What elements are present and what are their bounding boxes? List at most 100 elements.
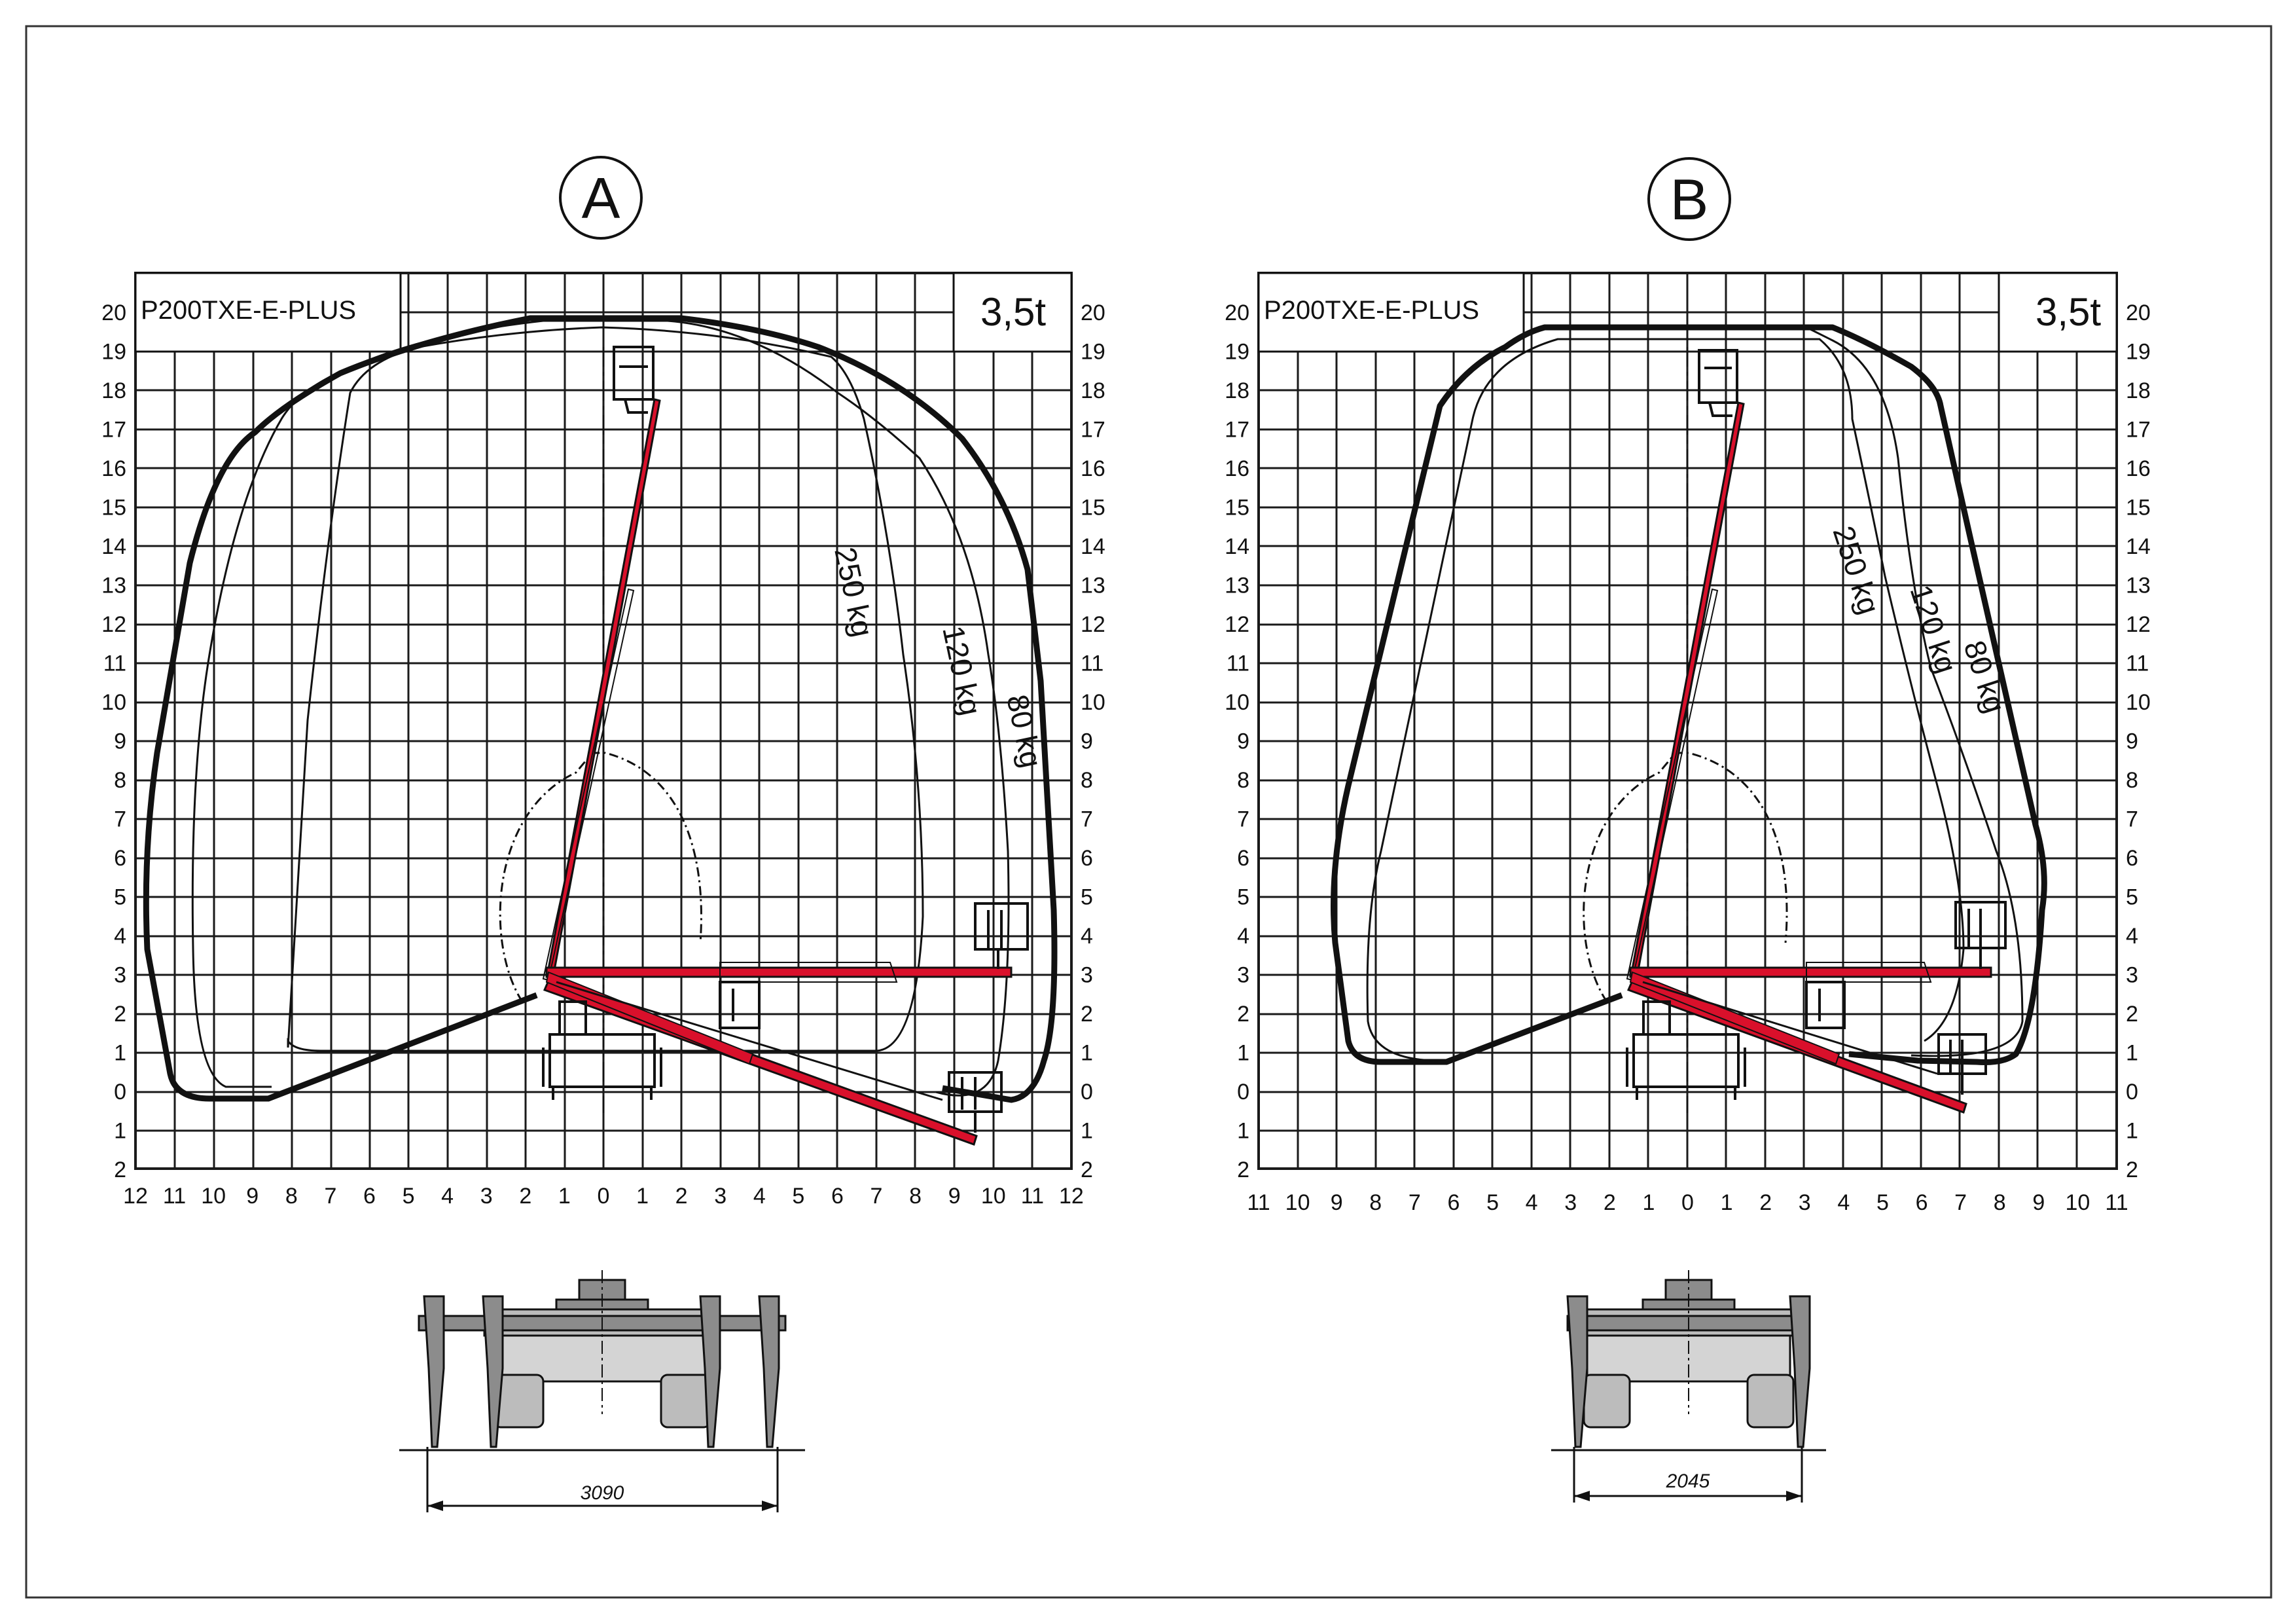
y-tick-label: 1	[1237, 1119, 1249, 1144]
diagram-b-basket-low	[1937, 1033, 1987, 1095]
x-tick-label: 1	[636, 1184, 649, 1209]
diagram-a-label-circle	[559, 156, 643, 240]
y-tick-label: 0	[2126, 1080, 2138, 1104]
x-tick-label: 6	[831, 1184, 844, 1209]
x-tick-label: 7	[1954, 1190, 1967, 1215]
x-tick-label: 8	[1369, 1190, 1382, 1215]
y-tick-label: 13	[1225, 574, 1249, 598]
y-tick-label: 15	[1225, 496, 1249, 520]
y-tick-label: 0	[1237, 1080, 1249, 1104]
y-tick-label: 13	[2126, 574, 2151, 598]
y-tick-label: 2	[1081, 1158, 1093, 1182]
y-tick-label: 14	[2126, 534, 2151, 559]
diagram-a-basket-top	[613, 346, 655, 414]
y-tick-label: 14	[101, 534, 126, 559]
y-tick-label: 9	[1081, 729, 1093, 754]
diagram-b-inner-reach-curve	[1583, 752, 1788, 1002]
x-tick-label: 5	[403, 1184, 415, 1209]
y-tick-label: 3	[1237, 963, 1249, 988]
y-tick-label: 8	[2126, 768, 2138, 793]
diagram-a-envelope-80kg	[143, 315, 1058, 1103]
y-tick-label: 6	[114, 846, 126, 871]
diagram-a-model: P200TXE-E-PLUS	[141, 296, 356, 325]
y-tick-label: 2	[2126, 1002, 2138, 1027]
x-tick-label: 3	[1799, 1190, 1811, 1215]
y-tick-label: 12	[1225, 612, 1249, 637]
y-tick-label: 8	[1081, 768, 1093, 793]
x-tick-label: 11	[1021, 1184, 1044, 1209]
diagram-a-chassis-side	[542, 1000, 662, 1100]
y-tick-label: 15	[2126, 496, 2151, 520]
y-tick-label: 16	[2126, 456, 2151, 481]
x-tick-label: 2	[1759, 1190, 1772, 1215]
y-tick-label: 11	[1081, 651, 1103, 676]
diagram-b-basket-mid	[1805, 981, 1846, 1029]
y-tick-label: 20	[101, 301, 126, 325]
y-tick-label: 0	[1081, 1080, 1093, 1104]
y-tick-label: 11	[2126, 651, 2149, 676]
vehicle-a-stabilizer-width: 3090	[581, 1482, 624, 1504]
diagram-b-boom-down	[1626, 971, 1987, 1114]
y-tick-label: 3	[1081, 963, 1093, 988]
diagram-b-basket-side	[1954, 901, 2007, 969]
diagram-b-boom-horizontal	[1629, 901, 2007, 1029]
y-tick-label: 18	[1225, 378, 1249, 403]
y-tick-label: 15	[101, 496, 126, 520]
x-tick-label: 4	[753, 1184, 766, 1209]
diagram-a-capacity-120: 120 kg	[936, 623, 988, 718]
y-tick-label: 20	[2126, 301, 2151, 325]
sheet-frame	[25, 25, 2272, 1599]
y-tick-label: 17	[101, 418, 126, 443]
y-tick-label: 17	[2126, 418, 2151, 443]
y-tick-label: 8	[1237, 768, 1249, 793]
y-tick-label: 10	[2126, 690, 2151, 715]
y-tick-label: 18	[101, 378, 126, 403]
y-tick-label: 1	[1081, 1041, 1093, 1066]
y-tick-label: 11	[1227, 651, 1249, 676]
y-tick-label: 17	[1081, 418, 1105, 443]
y-tick-label: 14	[1225, 534, 1249, 559]
vehicle-a-front-view	[399, 1270, 805, 1451]
x-tick-label: 3	[714, 1184, 726, 1209]
y-tick-label: 5	[2126, 885, 2138, 910]
y-tick-label: 12	[2126, 612, 2151, 637]
x-tick-label: 7	[1408, 1190, 1421, 1215]
y-tick-label: 20	[1081, 301, 1105, 325]
x-tick-label: 3	[1564, 1190, 1577, 1215]
x-tick-label: 6	[1447, 1190, 1460, 1215]
x-tick-label: 6	[1916, 1190, 1928, 1215]
y-tick-label: 0	[114, 1080, 126, 1104]
diagram-a-vehicle-weight: 3,5t	[980, 290, 1046, 334]
y-tick-label: 18	[1081, 378, 1105, 403]
x-tick-label: 7	[870, 1184, 883, 1209]
x-tick-label: 9	[1331, 1190, 1343, 1215]
y-tick-label: 16	[1225, 456, 1249, 481]
x-tick-label: 11	[1247, 1190, 1270, 1215]
x-tick-label: 12	[1059, 1184, 1084, 1209]
y-tick-label: 1	[1081, 1119, 1093, 1144]
y-tick-label: 12	[101, 612, 126, 637]
y-tick-label: 13	[1081, 574, 1105, 598]
y-tick-label: 5	[1237, 885, 1249, 910]
vehicle-a-width-dimension: 3090	[426, 1447, 779, 1512]
x-tick-label: 9	[948, 1184, 961, 1209]
x-tick-label: 7	[324, 1184, 336, 1209]
x-tick-label: 10	[981, 1184, 1006, 1209]
diagram-a-basket-low	[948, 1071, 1003, 1133]
y-tick-label: 7	[2126, 807, 2138, 832]
diagram-a-envelope-120kg	[191, 319, 1010, 1097]
y-tick-label: 4	[114, 924, 126, 949]
y-tick-label: 9	[1237, 729, 1249, 754]
y-tick-label: 4	[1237, 924, 1249, 949]
diagram-b-weight-box	[1998, 272, 2118, 353]
y-tick-label: 1	[2126, 1041, 2138, 1066]
x-tick-label: 0	[597, 1184, 609, 1209]
x-tick-label: 1	[1642, 1190, 1655, 1215]
vehicle-b-width-dimension: 2045	[1573, 1447, 1803, 1503]
y-tick-label: 13	[101, 574, 126, 598]
diagram-b-vehicle-weight: 3,5t	[2036, 290, 2101, 334]
diagram-a-basket-side	[974, 902, 1029, 969]
y-tick-label: 1	[2126, 1119, 2138, 1144]
